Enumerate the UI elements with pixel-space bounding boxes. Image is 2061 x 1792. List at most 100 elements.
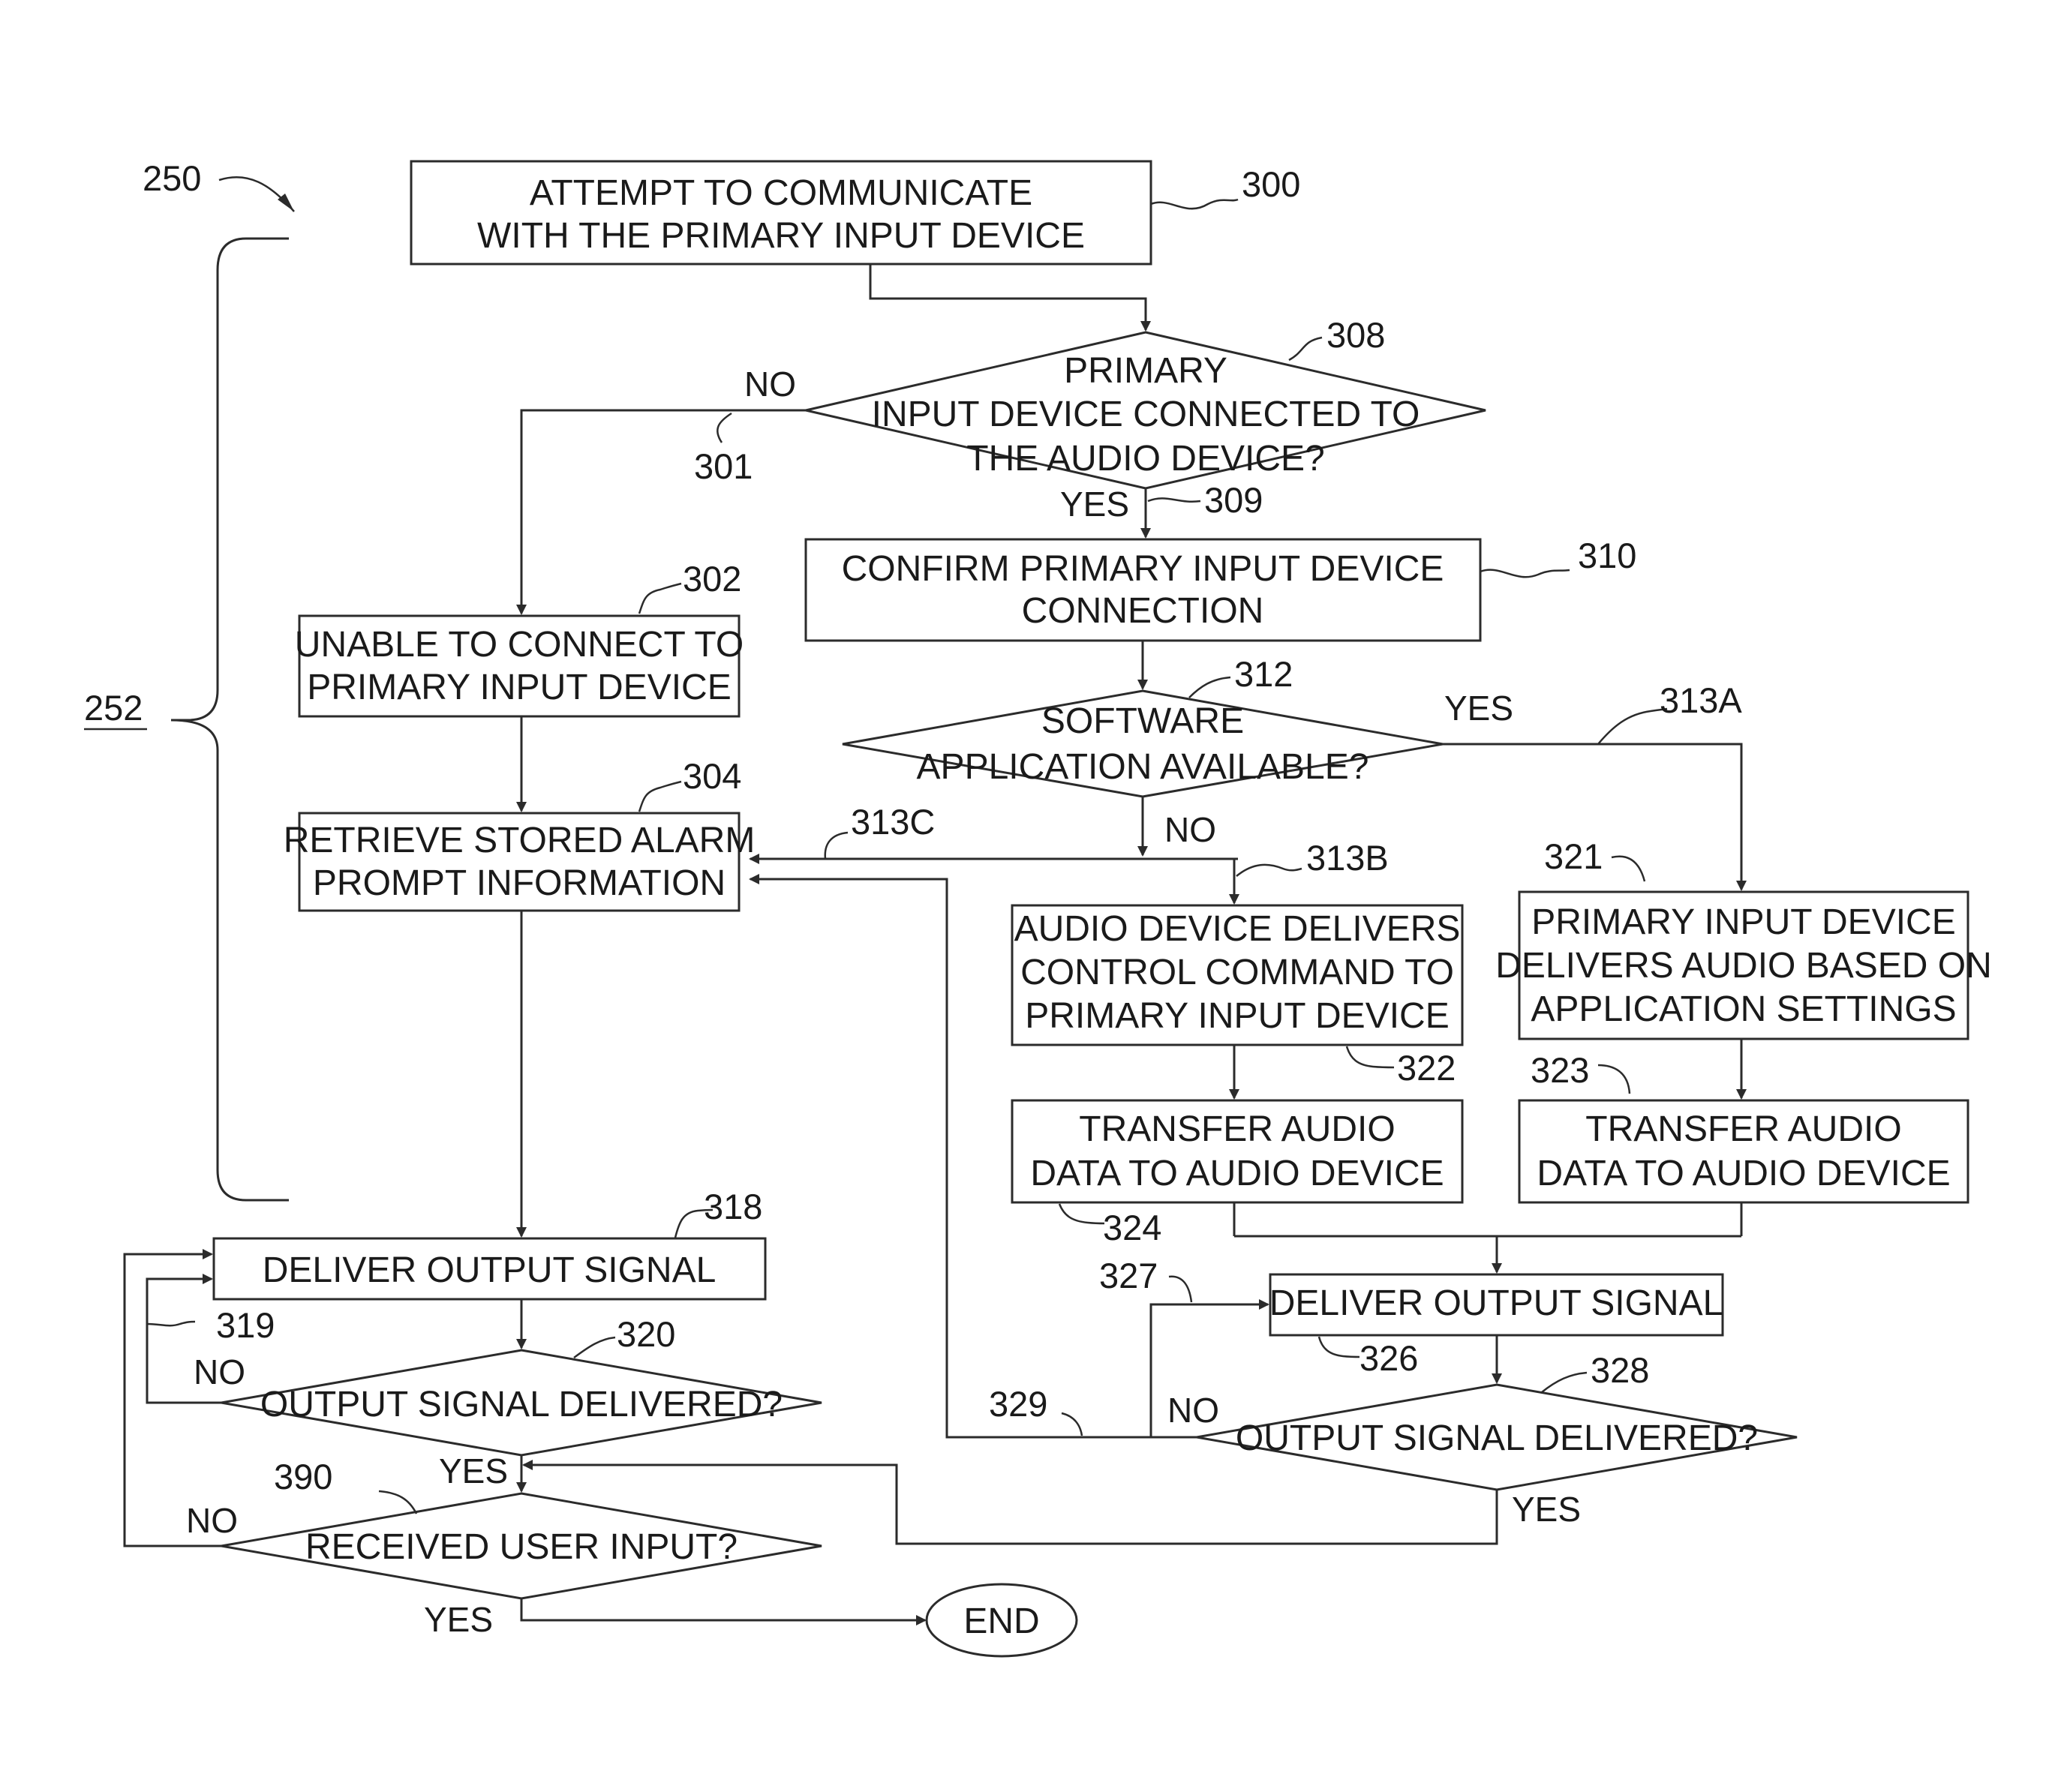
ref-309-leader (1148, 498, 1200, 501)
connector-300-308 (870, 264, 1146, 330)
connector-390-yes-end (521, 1598, 925, 1620)
step-321-box: PRIMARY INPUT DEVICE DELIVERS AUDIO BASE… (1495, 892, 1992, 1039)
label-yes-390: YES (424, 1600, 493, 1639)
ref-322-leader (1347, 1046, 1394, 1067)
figure-ref-250-arrow (219, 177, 294, 212)
decision-320-leader (574, 1337, 615, 1358)
ref-301: 301 (694, 446, 753, 486)
svg-text:APPLICATION AVAILABLE?: APPLICATION AVAILABLE? (917, 747, 1369, 787)
decision-320-diamond: OUTPUT SIGNAL DELIVERED? (221, 1350, 822, 1455)
step-310-box: CONFIRM PRIMARY INPUT DEVICE CONNECTION (806, 539, 1480, 641)
svg-text:DELIVER OUTPUT SIGNAL: DELIVER OUTPUT SIGNAL (263, 1250, 717, 1290)
step-323-ref: 323 (1531, 1050, 1589, 1090)
svg-text:PRIMARY INPUT DEVICE: PRIMARY INPUT DEVICE (1531, 902, 1955, 942)
label-yes-312: YES (1444, 689, 1513, 728)
svg-text:DATA TO AUDIO DEVICE: DATA TO AUDIO DEVICE (1030, 1154, 1444, 1193)
ref-313b: 313B (1306, 838, 1389, 878)
svg-text:WITH THE PRIMARY INPUT DEVICE: WITH THE PRIMARY INPUT DEVICE (477, 216, 1085, 256)
step-300-leader (1151, 200, 1238, 209)
label-no-390: NO (186, 1501, 238, 1540)
step-302-box: UNABLE TO CONNECT TO PRIMARY INPUT DEVIC… (295, 616, 744, 716)
svg-text:DELIVERS AUDIO BASED ON: DELIVERS AUDIO BASED ON (1495, 946, 1992, 986)
svg-text:RETRIEVE STORED ALARM: RETRIEVE STORED ALARM (284, 821, 756, 860)
figure-ref-252: 252 (84, 688, 143, 728)
svg-text:TRANSFER AUDIO: TRANSFER AUDIO (1079, 1109, 1395, 1149)
ref-301-leader (717, 413, 732, 443)
step-324-leader (1059, 1204, 1104, 1223)
decision-308-leader (1289, 338, 1322, 360)
svg-text:INPUT DEVICE CONNECTED TO: INPUT DEVICE CONNECTED TO (872, 395, 1420, 434)
decision-390-ref: 390 (274, 1457, 332, 1496)
step-310-ref: 310 (1578, 536, 1636, 575)
ref-329-leader (1062, 1413, 1082, 1436)
label-no-308: NO (744, 365, 796, 404)
svg-text:SOFTWARE: SOFTWARE (1041, 701, 1244, 741)
connector-308-no-302 (521, 410, 806, 614)
svg-text:OUTPUT SIGNAL DELIVERED?: OUTPUT SIGNAL DELIVERED? (1236, 1418, 1758, 1458)
ref-313c: 313C (851, 802, 935, 842)
label-no-312: NO (1164, 810, 1216, 849)
figure-ref-250: 250 (143, 158, 201, 198)
ref-309: 309 (1204, 480, 1263, 520)
svg-text:APPLICATION SETTINGS: APPLICATION SETTINGS (1531, 989, 1956, 1029)
label-yes-328: YES (1512, 1490, 1581, 1529)
label-no-328: NO (1167, 1391, 1219, 1430)
step-323-leader (1598, 1065, 1630, 1094)
svg-text:CONNECTION: CONNECTION (1022, 591, 1264, 631)
ref-327-leader (1169, 1277, 1191, 1302)
decision-328-ref: 328 (1591, 1350, 1649, 1390)
step-324-ref: 324 (1103, 1208, 1161, 1247)
step-321-leader (1612, 857, 1645, 881)
decision-312-diamond: SOFTWARE APPLICATION AVAILABLE? (843, 691, 1443, 797)
ref-313c-leader (825, 833, 848, 859)
svg-text:PRIMARY INPUT DEVICE: PRIMARY INPUT DEVICE (1025, 996, 1449, 1036)
svg-text:PROMPT INFORMATION: PROMPT INFORMATION (313, 863, 726, 903)
svg-text:DATA TO AUDIO DEVICE: DATA TO AUDIO DEVICE (1537, 1154, 1950, 1193)
ref-319: 319 (216, 1305, 275, 1345)
decision-308-diamond: PRIMARY INPUT DEVICE CONNECTED TO THE AU… (806, 332, 1486, 488)
label-no-320: NO (194, 1352, 245, 1391)
svg-text:OUTPUT SIGNAL DELIVERED?: OUTPUT SIGNAL DELIVERED? (260, 1385, 783, 1424)
ref-313a: 313A (1660, 680, 1742, 720)
bracket-252 (171, 239, 289, 1200)
ref-313b-leader (1236, 865, 1302, 876)
step-302-ref: 302 (683, 559, 741, 599)
label-yes-308: YES (1060, 485, 1129, 524)
svg-text:UNABLE TO CONNECT TO: UNABLE TO CONNECT TO (295, 625, 744, 665)
step-326-leader (1319, 1337, 1359, 1357)
svg-text:CONTROL COMMAND TO: CONTROL COMMAND TO (1020, 953, 1454, 992)
step-304-leader (639, 782, 681, 812)
step-310-leader (1480, 570, 1570, 578)
svg-text:AUDIO DEVICE DELIVERS: AUDIO DEVICE DELIVERS (1014, 909, 1461, 949)
decision-390-leader (379, 1491, 416, 1514)
step-302-leader (639, 584, 681, 614)
decision-328-leader (1542, 1373, 1587, 1392)
ref-327: 327 (1099, 1256, 1158, 1295)
ref-329: 329 (989, 1384, 1047, 1424)
step-323-box: TRANSFER AUDIO DATA TO AUDIO DEVICE (1519, 1100, 1968, 1202)
ref-322: 322 (1397, 1048, 1456, 1088)
label-yes-320: YES (439, 1451, 508, 1490)
step-304-box: RETRIEVE STORED ALARM PROMPT INFORMATION (284, 813, 756, 911)
decision-312-ref: 312 (1234, 654, 1293, 694)
svg-text:THE AUDIO DEVICE?: THE AUDIO DEVICE? (966, 439, 1324, 479)
step-318-box: DELIVER OUTPUT SIGNAL (214, 1238, 765, 1299)
end-terminal: END (927, 1584, 1077, 1656)
decision-312-leader (1189, 677, 1230, 698)
step-313b-box: AUDIO DEVICE DELIVERS CONTROL COMMAND TO… (1012, 905, 1462, 1045)
step-304-ref: 304 (683, 756, 741, 796)
svg-text:ATTEMPT TO COMMUNICATE: ATTEMPT TO COMMUNICATE (530, 173, 1032, 213)
step-300-ref: 300 (1242, 164, 1300, 204)
ref-313a-leader (1598, 709, 1667, 744)
svg-text:PRIMARY: PRIMARY (1064, 351, 1227, 391)
step-321-ref: 321 (1544, 836, 1603, 876)
step-326-box: DELIVER OUTPUT SIGNAL (1269, 1274, 1723, 1335)
svg-text:TRANSFER AUDIO: TRANSFER AUDIO (1585, 1109, 1901, 1149)
svg-text:DELIVER OUTPUT SIGNAL: DELIVER OUTPUT SIGNAL (1269, 1283, 1723, 1323)
step-318-ref: 318 (704, 1187, 762, 1226)
svg-text:END: END (963, 1601, 1039, 1641)
step-326-ref: 326 (1359, 1338, 1418, 1378)
step-300-box: ATTEMPT TO COMMUNICATE WITH THE PRIMARY … (411, 161, 1151, 264)
